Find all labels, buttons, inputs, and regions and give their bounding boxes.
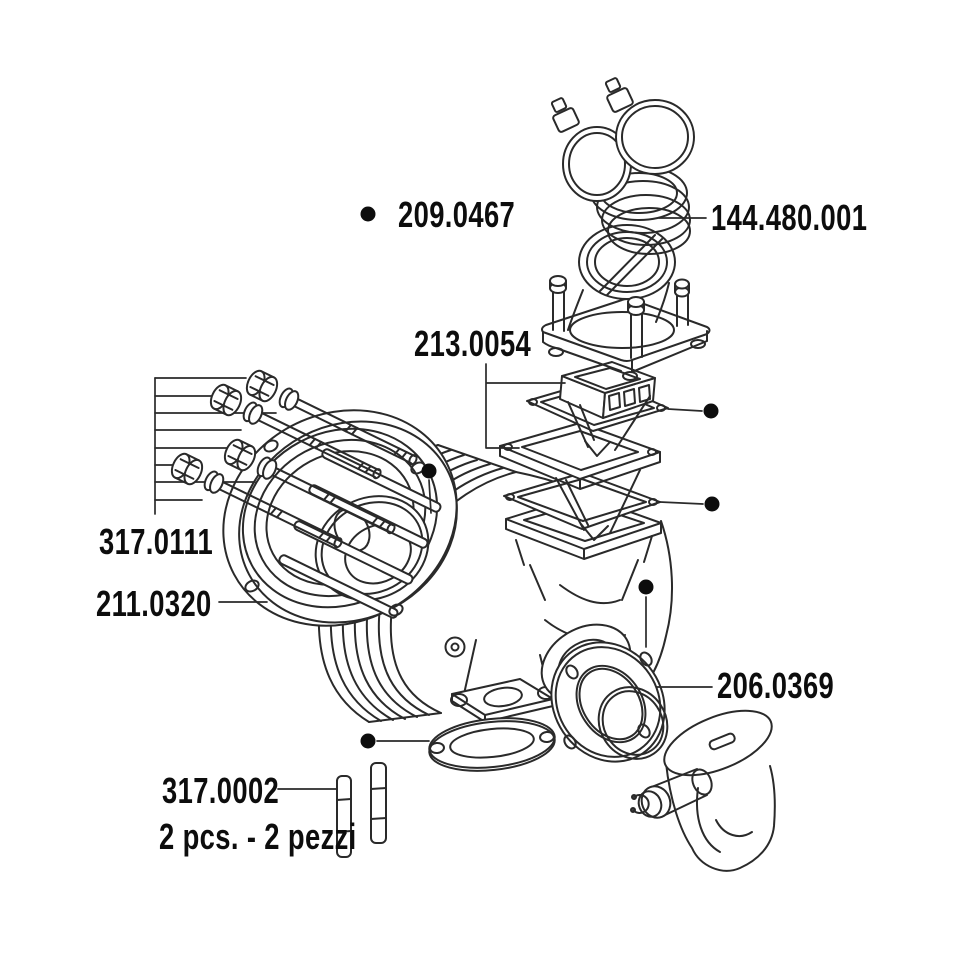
mounting-studs-drawing: [336, 762, 387, 858]
leader-bullet-reed-gasket-bottom: [659, 501, 704, 505]
part-label-gasket-set: 209.0467: [398, 194, 516, 235]
part-label-studs: 317.0002: [162, 770, 280, 811]
bullet-reed-gasket-top: [703, 403, 719, 419]
o-ring-drawing: [597, 686, 669, 760]
bullet-exhaust-gasket: [360, 733, 376, 749]
part-label-cylinder-head: 211.0320: [96, 583, 212, 624]
part-label-o-ring: 206.0369: [717, 665, 835, 706]
leader-bullet-head-gasket: [428, 479, 432, 514]
leader-213-0054: [485, 363, 566, 449]
intake-manifold-drawing: [541, 224, 711, 381]
part-label-studs-quantity: 2 pcs. - 2 pezzi: [159, 816, 357, 857]
piston-drawing: [630, 709, 776, 872]
head-nuts-washers-drawing: [154, 366, 423, 557]
bullet-base-gasket: [638, 579, 654, 595]
leader-bullet-reed-gasket-top: [667, 408, 703, 412]
bullet-gasket-set-label: [360, 206, 376, 222]
part-label-reed-valve-kit: 213.0054: [414, 323, 532, 364]
bullet-head-gasket: [421, 463, 437, 479]
part-label-intake-coupling: 144.480.001: [711, 197, 868, 238]
bullet-markers: [360, 206, 720, 749]
leader-lines: [218, 217, 713, 790]
reed-valve-drawing: [499, 361, 669, 541]
part-label-head-hardware: 317.0111: [99, 521, 214, 562]
exhaust-gasket-drawing: [428, 717, 556, 772]
bullet-reed-gasket-bottom: [704, 496, 720, 512]
cylinder-head-drawing: [222, 409, 458, 627]
hose-clamps-drawing: [550, 77, 695, 255]
